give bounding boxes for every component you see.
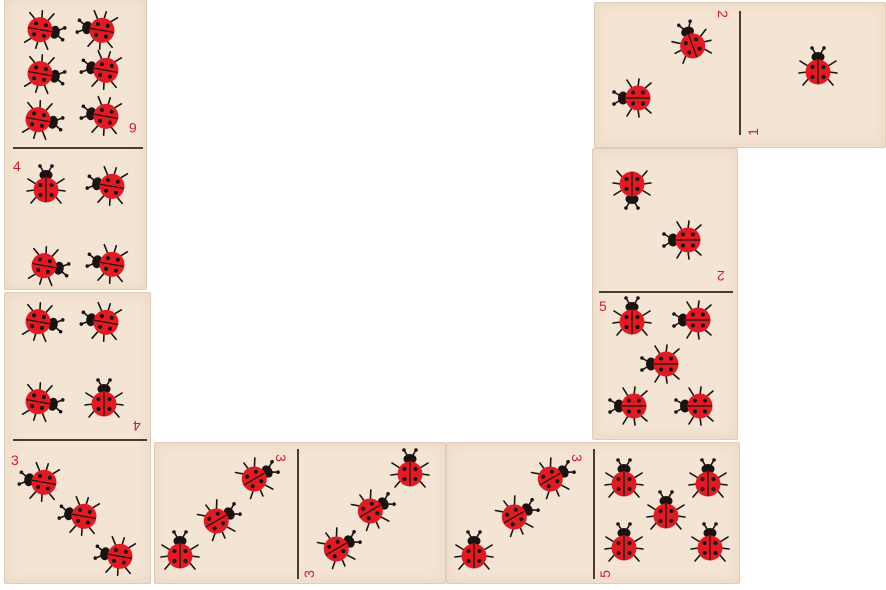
- domino-divider: [297, 449, 299, 579]
- domino-number: 2: [717, 268, 725, 284]
- domino-divider: [13, 147, 143, 149]
- domino-number: 4: [133, 418, 141, 434]
- domino-left-top: 6 4: [4, 0, 147, 290]
- domino-number: 2: [714, 10, 731, 18]
- domino-bottom-2: 3 5: [446, 442, 740, 584]
- domino-divider: [739, 11, 741, 135]
- domino-number: 5: [599, 298, 607, 314]
- domino-divider: [599, 291, 733, 293]
- domino-number: 5: [596, 570, 613, 578]
- domino-divider: [593, 449, 595, 579]
- domino-number: 3: [11, 452, 19, 468]
- domino-left-middle: 4 3: [4, 292, 151, 584]
- domino-number: 4: [13, 158, 21, 174]
- domino-number: 1: [744, 128, 761, 136]
- domino-top-right: 2 1: [594, 2, 886, 148]
- domino-number: 6: [129, 120, 137, 136]
- domino-divider: [13, 439, 147, 441]
- domino-number: 3: [300, 570, 317, 578]
